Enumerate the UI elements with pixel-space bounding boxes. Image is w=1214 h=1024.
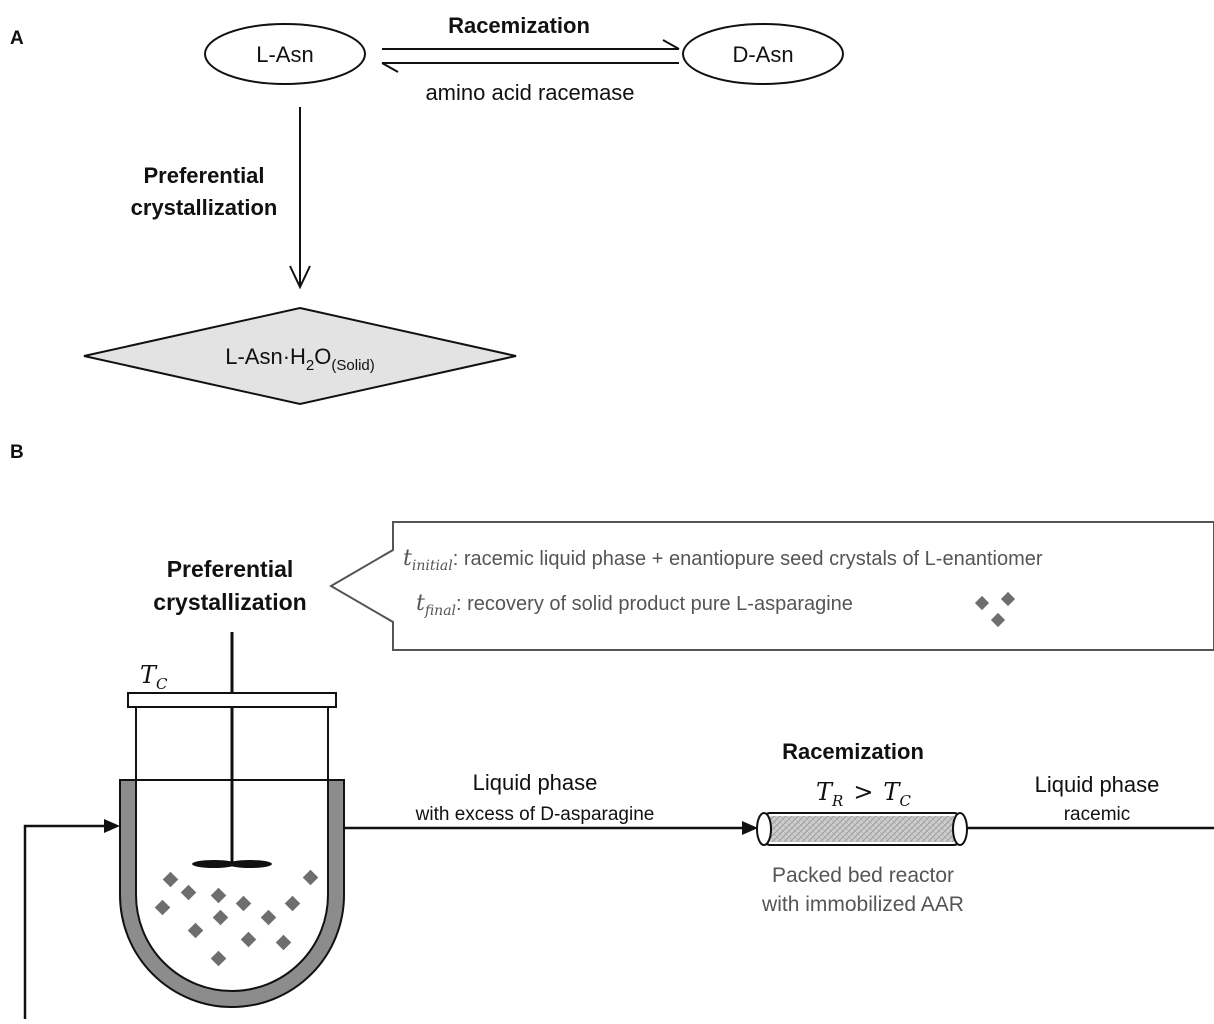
tr-gt: > bbox=[853, 778, 873, 806]
racemase-label: amino acid racemase bbox=[425, 80, 634, 105]
vessel-jacket bbox=[119, 779, 345, 1008]
callout-box bbox=[329, 521, 1214, 651]
tc-base: T bbox=[140, 661, 158, 689]
vessel-crystals bbox=[154, 869, 319, 967]
callout-text-2: : recovery of solid product pure L-aspar… bbox=[456, 593, 853, 615]
callout-line-2: tfinal: recovery of solid product pure L… bbox=[416, 591, 853, 619]
solid-main: L-Asn·H bbox=[225, 344, 306, 369]
panel-b-label: B bbox=[10, 442, 24, 463]
impeller-blade-left bbox=[192, 860, 236, 868]
solid-sub-2: 2 bbox=[306, 357, 314, 374]
pbr-label-line1: Packed bed reactor bbox=[772, 864, 954, 887]
pc-label-a-line1: Preferential bbox=[143, 163, 264, 188]
flow-line-to-reactor bbox=[344, 821, 758, 835]
crystallization-arrow bbox=[289, 107, 311, 290]
solid-product-label: L-Asn·H2O(Solid) bbox=[225, 344, 375, 374]
racemization-title-b: Racemization bbox=[782, 739, 924, 764]
tr-base-2: T bbox=[883, 778, 901, 806]
liquid-phase-2-note: racemic bbox=[1064, 804, 1131, 825]
d-asn-label: D-Asn bbox=[732, 42, 793, 67]
callout-text-1: : racemic liquid phase + enantiopure see… bbox=[453, 548, 1043, 570]
tr-sub-2: C bbox=[899, 792, 911, 810]
panel-a-label: A bbox=[10, 28, 24, 49]
tr-sub: R bbox=[831, 792, 843, 810]
tc-label: TC bbox=[140, 661, 168, 693]
liquid-phase-2-label: Liquid phase bbox=[1035, 772, 1160, 797]
racemization-title-a: Racemization bbox=[448, 13, 590, 38]
pc-label-b-line1: Preferential bbox=[167, 556, 294, 582]
callout-crystals-icon bbox=[974, 591, 1016, 628]
recycle-inlet-line bbox=[23, 819, 120, 1019]
pbr-label-line2: with immobilized AAR bbox=[761, 893, 964, 916]
solid-product-diamond bbox=[83, 306, 517, 406]
tc-sub: C bbox=[156, 675, 168, 693]
vessel-lid bbox=[127, 692, 337, 708]
pc-label-a-line2: crystallization bbox=[131, 195, 278, 220]
packed-bed-reactor bbox=[756, 812, 968, 846]
t-final-base: t bbox=[416, 591, 425, 616]
liquid-phase-1-label: Liquid phase bbox=[473, 770, 598, 795]
solid-o: O bbox=[314, 344, 331, 369]
d-asn-node bbox=[682, 23, 844, 85]
l-asn-node bbox=[204, 23, 366, 85]
tr-condition: TR>TC bbox=[816, 778, 911, 810]
liquid-phase-1-note: with excess of D-asparagine bbox=[415, 804, 655, 825]
t-final-sub: final bbox=[424, 603, 456, 619]
t-initial-sub: initial bbox=[412, 558, 453, 574]
t-initial-base: t bbox=[403, 546, 412, 571]
tr-base: T bbox=[816, 778, 834, 806]
equilibrium-arrows bbox=[381, 39, 680, 73]
l-asn-label: L-Asn bbox=[256, 42, 313, 67]
solid-phase: (Solid) bbox=[331, 357, 374, 374]
impeller-blade-right bbox=[228, 860, 272, 868]
pc-label-b-line2: crystallization bbox=[153, 589, 306, 615]
callout-line-1: tinitial: racemic liquid phase + enantio… bbox=[403, 546, 1043, 574]
